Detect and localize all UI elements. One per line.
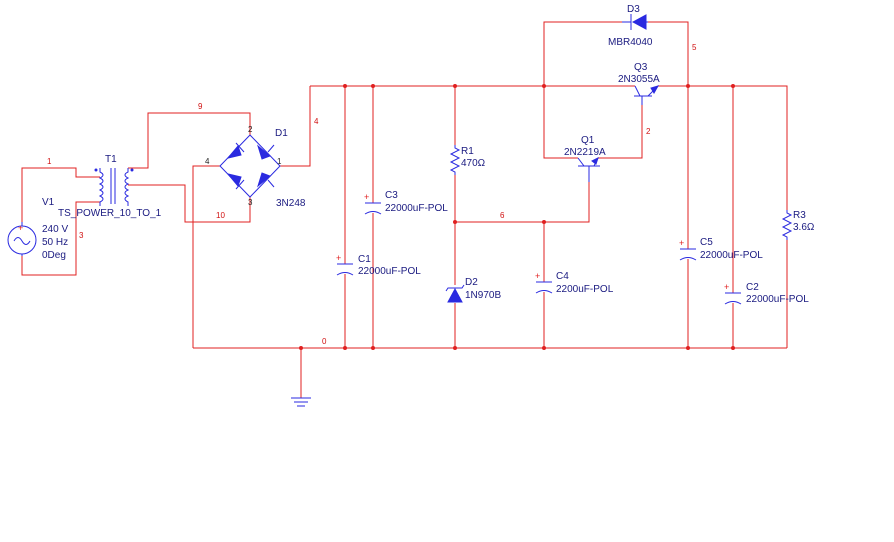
wire-net-1 [21,167,100,222]
v1-frequency: 50 Hz [42,237,68,248]
r1-ref: R1 [461,146,474,157]
c4-ref: C4 [556,271,569,282]
d3-model: MBR4040 [608,37,653,48]
capacitor-c2[interactable]: + [724,282,742,305]
transistor-q3[interactable] [634,85,660,105]
d2-ref: D2 [465,277,478,288]
junction-dot [371,346,375,350]
v1-ref: V1 [42,197,55,208]
junction-dot [686,346,690,350]
c1-value: 22000uF-POL [358,266,421,277]
t1-model: TS_POWER_10_TO_1 [58,208,162,219]
net-label-5: 5 [692,43,697,52]
q1-ref: Q1 [581,135,595,146]
r1-value: 470Ω [461,158,486,169]
ac-source-v1[interactable]: + [7,222,37,256]
junction-dot [343,84,347,88]
net-label-2: 2 [646,127,651,136]
diode-d3[interactable] [622,14,648,30]
net-label-1: 1 [47,157,52,166]
wire-net-2 [598,105,643,159]
c4-value: 2200uF-POL [556,284,614,295]
junction-dot [299,346,303,350]
capacitor-c5[interactable]: + [679,238,697,261]
junction-dot [542,84,546,88]
junction-dot [453,346,457,350]
junction-dot [542,220,546,224]
zener-diode-d2[interactable] [445,284,465,303]
d2-model: 1N970B [465,290,501,301]
wire-net-6 [455,182,590,223]
wire-net-4 [280,86,311,167]
wire-bridge-neg [192,165,220,348]
d1-model: 3N248 [276,198,306,209]
junction-dot [453,84,457,88]
junction-dot [371,84,375,88]
r3-ref: R3 [793,210,806,221]
capacitor-c3[interactable]: + [364,192,382,215]
c3-value: 22000uF-POL [385,203,448,214]
c5-value: 22000uF-POL [700,250,763,261]
junction-dot [731,84,735,88]
svg-text:+: + [679,238,684,248]
wires [21,21,788,398]
q3-model: 2N3055A [618,74,660,85]
svg-text:+: + [18,223,23,233]
transistor-q1[interactable] [577,157,600,182]
net-label-10: 10 [216,211,225,220]
junction-dot [542,346,546,350]
svg-text:+: + [336,253,341,263]
c2-value: 22000uF-POL [746,294,809,305]
q3-ref: Q3 [634,62,648,73]
svg-text:+: + [535,271,540,281]
net-label-9: 9 [198,102,203,111]
resistor-r3[interactable] [781,210,793,240]
resistor-r1[interactable] [449,145,461,175]
r3-value: 3.6Ω [793,222,815,233]
junction-dot [731,346,735,350]
wire-d3-left [543,21,622,86]
capacitor-c4[interactable]: + [535,271,553,294]
d1-pin-4: 4 [205,157,210,166]
net-label-3: 3 [79,231,84,240]
svg-text:+: + [724,282,729,292]
junctions [299,84,735,350]
d3-ref: D3 [627,4,640,15]
wire-net-10 [128,184,251,223]
v1-phase: 0Deg [42,250,66,261]
ground-icon [291,397,311,407]
c3-ref: C3 [385,190,398,201]
wire-net-3 [21,201,100,276]
bridge-rectifier-d1[interactable] [219,134,281,198]
wire-net-9 [128,112,251,169]
capacitor-c1[interactable]: + [336,253,354,276]
junction-dot [343,346,347,350]
c5-ref: C5 [700,237,713,248]
d1-pin-1: 1 [277,157,282,166]
transformer-t1[interactable] [94,168,134,206]
svg-text:+: + [364,192,369,202]
wire-d3-right [648,21,689,86]
net-label-4: 4 [314,117,319,126]
c1-ref: C1 [358,254,371,265]
junction-dot [453,220,457,224]
d1-ref: D1 [275,128,288,139]
net-label-6: 6 [500,211,505,220]
d1-pin-2: 2 [248,125,253,134]
junction-dot [686,84,690,88]
wire-rail-5 [658,85,788,210]
q1-model: 2N2219A [564,147,606,158]
c2-ref: C2 [746,282,759,293]
net-label-0: 0 [322,337,327,346]
t1-ref: T1 [105,154,117,165]
v1-voltage: 240 V [42,224,68,235]
wire-q1-collector [543,86,578,159]
d1-pin-3: 3 [248,198,253,207]
